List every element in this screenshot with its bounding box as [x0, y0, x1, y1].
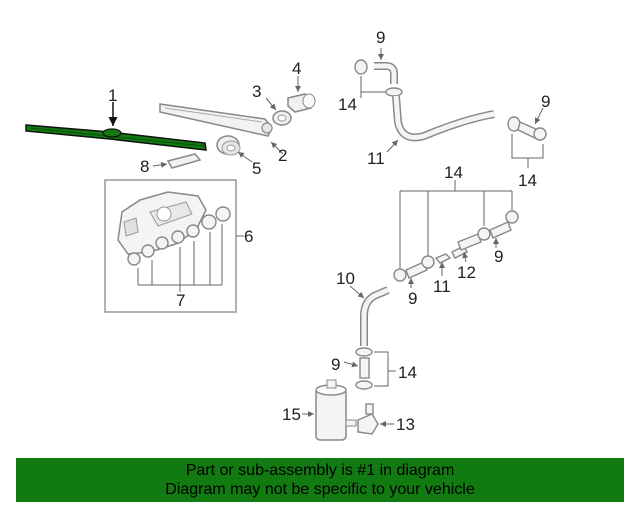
washer-reservoir-part-15[interactable]: [315, 379, 357, 441]
callout-2: 2: [278, 146, 287, 165]
callout-14-top-left: 14: [338, 95, 357, 114]
connector-part-9-right[interactable]: [507, 116, 547, 141]
callout-9-top: 9: [376, 28, 385, 47]
callout-8: 8: [140, 157, 149, 176]
callout-9-right: 9: [541, 92, 550, 111]
callout-9-mid-right: 9: [494, 247, 503, 266]
hose-part-11-top[interactable]: [392, 95, 495, 142]
callout-11-mid: 11: [433, 277, 451, 296]
connector-part-9-bottom[interactable]: [355, 347, 373, 390]
callout-9-bottom: 9: [331, 355, 340, 374]
connector-chain-parts-9-11-12[interactable]: [393, 210, 519, 282]
callout-4: 4: [292, 59, 301, 78]
nut-part-3[interactable]: [272, 110, 292, 126]
grommet-set-part-7[interactable]: [127, 206, 231, 266]
callout-1: 1: [108, 86, 117, 105]
callout-5: 5: [252, 159, 261, 178]
callout-7: 7: [176, 291, 185, 310]
disclaimer-banner: Part or sub-assembly is #1 in diagram Di…: [16, 458, 624, 502]
callout-9-mid-left: 9: [408, 289, 417, 308]
callout-10: 10: [336, 269, 355, 288]
motor-assembly-box: [104, 179, 237, 313]
cap-part-4[interactable]: [287, 93, 316, 113]
clamp-part-14-top[interactable]: [354, 59, 403, 97]
callout-14-bottom: 14: [398, 363, 417, 382]
hose-part-9-top[interactable]: [374, 62, 398, 84]
wiper-blade-part-1[interactable]: [25, 124, 207, 151]
callout-11-top: 11: [367, 149, 385, 168]
wiper-arm-part-2[interactable]: [159, 103, 273, 137]
callout-14-middle: 14: [444, 163, 463, 182]
grommet-part-5[interactable]: [216, 135, 241, 156]
hose-part-10[interactable]: [360, 286, 390, 346]
callout-15: 15: [282, 405, 301, 424]
callout-6: 6: [244, 227, 253, 246]
banner-line-2: Diagram may not be specific to your vehi…: [165, 481, 475, 498]
callout-14-right: 14: [518, 171, 537, 190]
callout-3: 3: [252, 82, 261, 101]
callout-12: 12: [457, 263, 476, 282]
callout-13: 13: [396, 415, 415, 434]
washer-pump-part-13[interactable]: [357, 403, 379, 435]
cover-part-8[interactable]: [166, 153, 202, 169]
banner-line-1: Part or sub-assembly is #1 in diagram: [185, 462, 455, 479]
